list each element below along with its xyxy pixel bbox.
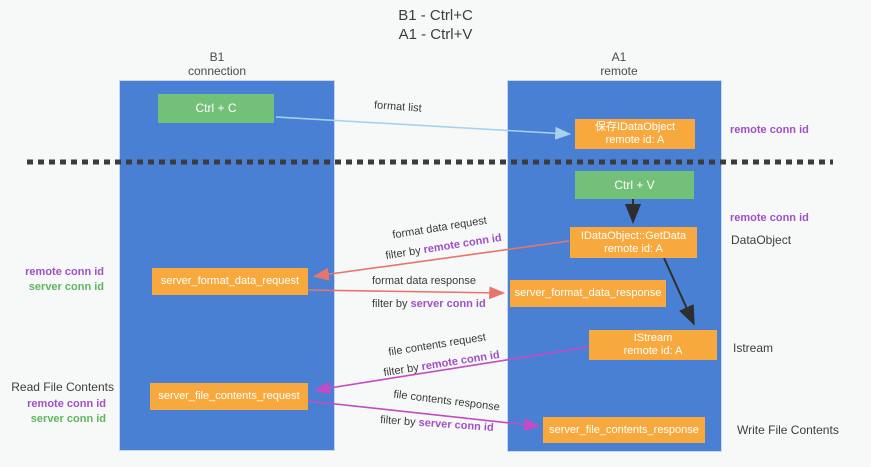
lane-right-name: A1: [611, 50, 627, 64]
label-filter-server-1: filter by server conn id: [372, 298, 486, 311]
node-format-response-label: server_format_data_response: [514, 287, 662, 299]
diagram-title: B1 - Ctrl+C A1 - Ctrl+V: [0, 6, 871, 44]
node-istream-line1: IStream: [633, 332, 673, 344]
node-ctrl-c-label: Ctrl + C: [195, 101, 237, 115]
label-filter-server-2: filter by server conn id: [380, 414, 494, 435]
filter-by-text: filter by: [372, 298, 411, 310]
filter-by-text: filter by: [379, 414, 420, 429]
filter-by-text: filter by: [382, 361, 423, 380]
label-left-remote-conn-id-1: remote conn id: [25, 266, 104, 278]
label-left-server-conn-id-2: server conn id: [30, 413, 106, 425]
label-file-contents-response: file contents response: [392, 388, 501, 414]
node-save-idataobject: 保存IDataObject remote id: A: [575, 119, 695, 149]
label-format-list: format list: [373, 99, 423, 115]
node-ctrl-v-label: Ctrl + V: [614, 177, 655, 192]
node-save-idataobject-line2: remote id: A: [605, 134, 665, 146]
node-getdata-line1: IDataObject::GetData: [580, 229, 687, 242]
node-server-file-contents-response: server_file_contents_response: [543, 417, 705, 443]
server-conn-id-text: server conn id: [418, 416, 495, 434]
label-right-remote-conn-id-1: remote conn id: [730, 124, 809, 136]
filter-by-text: filter by: [384, 244, 425, 263]
node-save-idataobject-line1: 保存IDataObject: [594, 121, 676, 133]
node-server-file-contents-request: server_file_contents_request: [150, 383, 308, 410]
node-idataobject-getdata: IDataObject::GetData remote id: A: [570, 227, 697, 258]
label-format-data-response: format data response: [372, 275, 476, 287]
label-left-server-conn-id-1: server conn id: [28, 281, 104, 293]
label-left-remote-conn-id-2: remote conn id: [27, 398, 106, 410]
label-write-file-contents: Write File Contents: [737, 423, 839, 437]
node-getdata-line2: remote id: A: [604, 242, 663, 255]
lane-left-name: B1: [209, 50, 225, 64]
node-format-request-label: server_format_data_request: [160, 275, 300, 287]
title-line-1: B1 - Ctrl+C: [398, 7, 473, 24]
label-read-file-contents: Read File Contents: [11, 380, 114, 394]
lane-right-subtitle: remote: [600, 64, 638, 78]
label-istream: Istream: [733, 341, 774, 355]
node-server-format-data-request: server_format_data_request: [152, 268, 308, 295]
node-server-format-data-response: server_format_data_response: [510, 280, 666, 307]
label-right-remote-conn-id-2: remote conn id: [730, 212, 809, 224]
label-dataobject: DataObject: [731, 233, 792, 247]
server-conn-id-text: server conn id: [410, 298, 486, 310]
title-line-2: A1 - Ctrl+V: [398, 26, 473, 43]
lane-header-right: A1 remote: [549, 50, 689, 78]
lane-header-left: B1 connection: [147, 50, 287, 78]
node-file-request-label: server_file_contents_request: [158, 390, 300, 402]
node-ctrl-c: Ctrl + C: [158, 94, 274, 123]
arrow-format-data-response: [307, 286, 506, 300]
lane-left-subtitle: connection: [187, 64, 247, 78]
node-istream: IStream remote id: A: [589, 330, 717, 360]
node-file-response-label: server_file_contents_response: [549, 423, 699, 436]
node-ctrl-v: Ctrl + V: [575, 171, 694, 199]
node-istream-line2: remote id: A: [623, 345, 683, 357]
